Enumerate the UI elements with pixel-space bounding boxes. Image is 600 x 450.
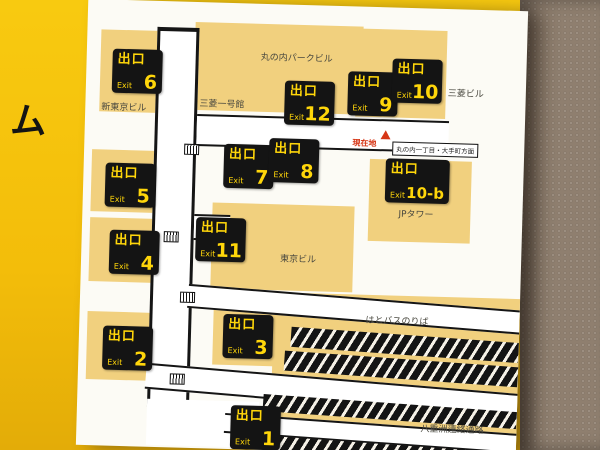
stairs-icon [179,291,196,304]
exit-badge-9: 出口 Exit 9 [347,71,399,117]
exit-number: 11 [215,239,243,263]
exit-badge-5: 出口 Exit 5 [104,162,156,208]
label-mitsubishi-ichigokan: 三菱一号館 [199,99,245,111]
label-hato-bus: はとバスのりば [365,315,429,328]
label-mitsubishi: 三菱ビル [447,89,484,101]
exit-badge-2: 出口 Exit 2 [101,325,154,371]
direction-sign: 丸の内一丁目・大手町方面 [392,141,479,158]
stairs-icon [163,231,179,243]
exit-latin: Exit [109,194,126,205]
current-location-marker-icon [380,130,391,140]
stairs-icon [184,143,200,156]
exit-kanji: 出口 [397,61,426,78]
exit-latin: Exit [113,261,130,272]
exit-badge-6: 出口 Exit 6 [111,48,163,95]
exit-badge-1: 出口 Exit 1 [229,405,282,450]
exit-latin: Exit [389,190,406,200]
exit-number: 9 [378,93,393,117]
exit-latin: Exit [107,357,123,368]
exit-latin: Exit [227,345,243,356]
stairs-icon [169,373,185,385]
exit-number: 10 [411,80,439,104]
exit-latin: Exit [228,175,244,186]
exit-kanji: 出口 [289,83,319,100]
exit-kanji: 出口 [352,74,382,91]
exit-kanji: 出口 [114,232,143,249]
exit-latin: Exit [234,437,251,447]
label-tokyo-bldg: 東京ビル [279,254,317,266]
wall-texture [520,0,600,450]
exit-number: 12 [304,102,332,126]
exit-number: 4 [140,252,155,275]
exit-kanji: 出口 [235,408,264,425]
exit-latin: Exit [288,112,305,123]
exit-kanji: 出口 [107,328,137,345]
exit-badge-3: 出口 Exit 3 [222,313,274,360]
exit-number: 7 [254,166,269,189]
exit-number: 10-b [405,184,445,204]
exit-kanji: 出口 [228,146,258,163]
exit-kanji: 出口 [273,141,303,157]
exit-kanji: 出口 [117,51,146,68]
exit-kanji: 出口 [228,316,257,333]
exit-number: 6 [143,71,158,94]
exit-latin: Exit [273,170,289,180]
exit-latin: Exit [396,90,413,101]
label-jp-tower: JPタワー [398,209,434,221]
label-marunouchi-park: 丸の内パークビル [260,52,333,65]
exit-kanji: 出口 [200,220,230,236]
side-column-character: ム [10,101,47,142]
current-location-label: 現在地 [352,138,377,149]
exit-number: 3 [254,336,268,359]
exit-kanji: 出口 [390,161,419,178]
exit-badge-7: 出口 Exit 7 [223,143,275,190]
exit-number: 1 [261,427,276,450]
exit-latin: Exit [352,103,368,113]
exit-kanji: 出口 [110,165,139,182]
exit-number: 2 [133,348,148,371]
label-shin-tokyo: 新東京ビル [101,102,147,114]
exit-number: 8 [300,160,314,184]
label-yaesu-passage: 八重洲連絡通路 [420,424,484,437]
exit-number: 5 [136,185,151,208]
exit-latin: Exit [116,80,133,91]
exit-badge-8: 出口 Exit 8 [268,138,320,184]
exit-latin: Exit [200,249,216,259]
exit-badge-4: 出口 Exit 4 [108,229,160,276]
